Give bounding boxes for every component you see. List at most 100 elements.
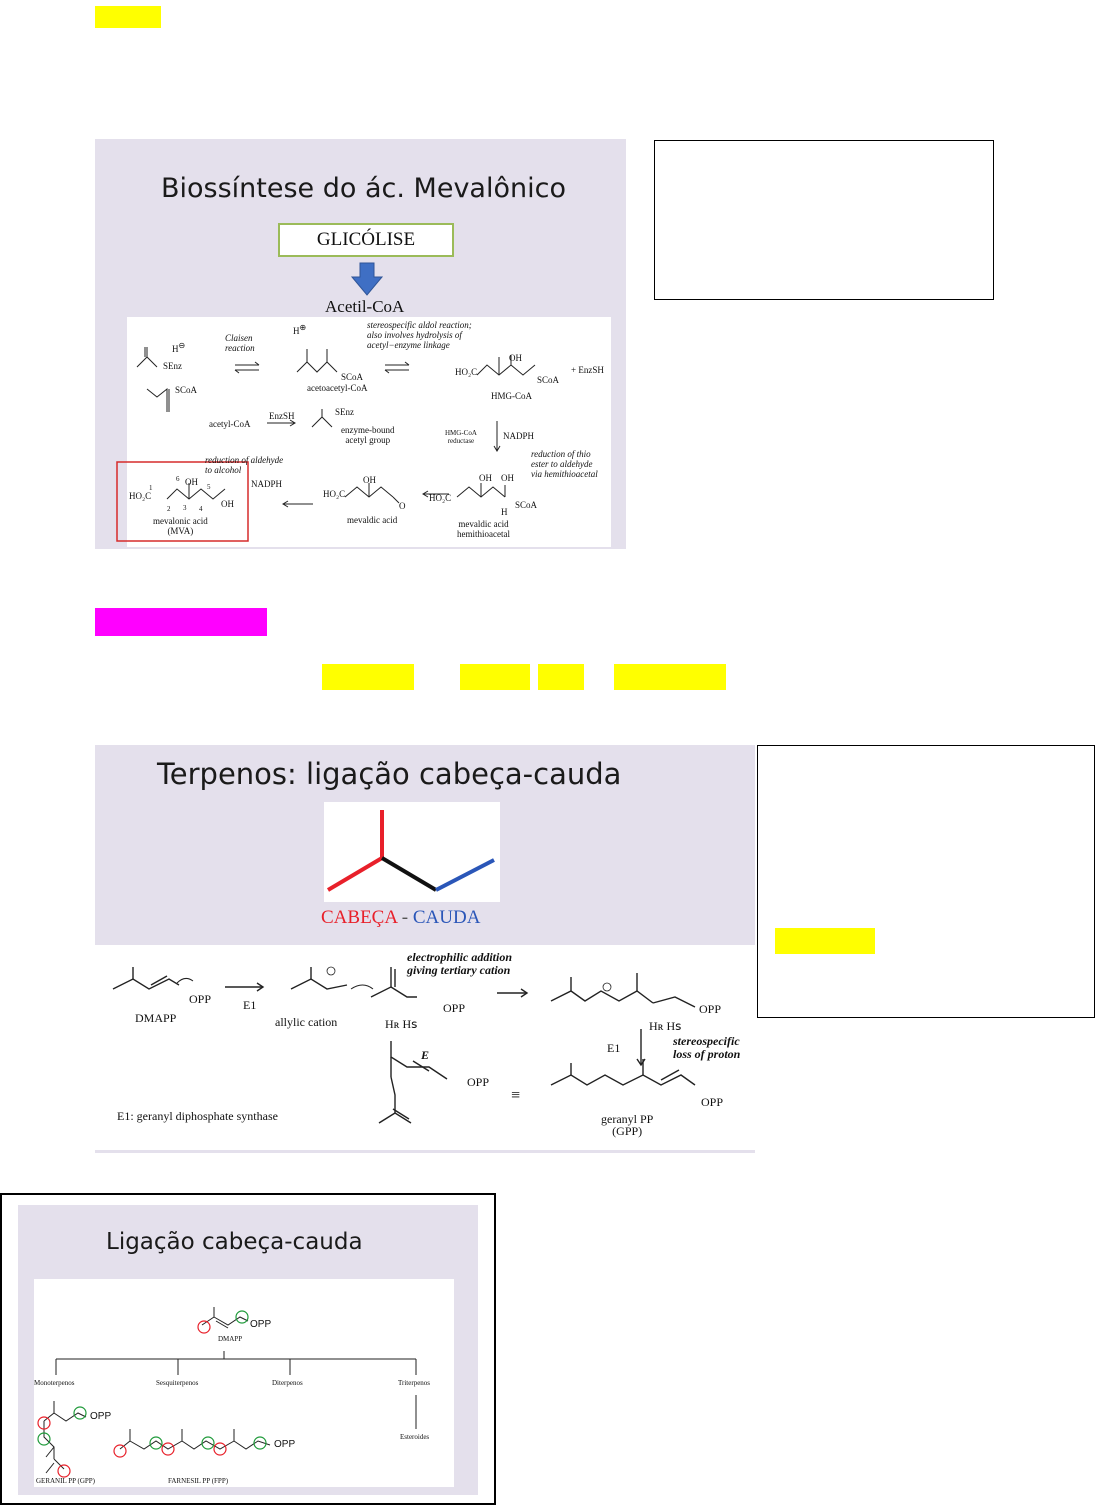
tree-lines	[37, 1307, 417, 1478]
oh-label-5: OH	[479, 473, 492, 483]
electrophilic-note: electrophilic addition giving tertiary c…	[407, 950, 512, 977]
isoprene-image	[324, 802, 500, 902]
dmapp-label: DMAPP	[135, 1011, 177, 1025]
highlight-mark-3	[322, 664, 414, 690]
e1-label-2: E1	[607, 1041, 621, 1055]
nadph-label-2: NADPH	[251, 479, 283, 489]
branch-triterpenos: Triterpenos	[398, 1379, 431, 1387]
branch-diterpenos: Diterpenos	[272, 1379, 303, 1387]
slide-mevalonic: Biossíntese do ác. Mevalônico GLICÓLISE …	[95, 139, 626, 549]
num-3: 3	[183, 504, 187, 512]
senz-label: SEnz	[163, 361, 182, 371]
reaction-scheme: SEnz H⊖ SCoA Claisen reaction H⊕ stereos…	[116, 317, 611, 547]
opp-label-fpp: OPP	[274, 1439, 296, 1450]
oh-label-4: OH	[363, 475, 376, 485]
branch-monoterpenos: Monoterpenos	[34, 1379, 75, 1387]
highlight-mark-4	[460, 664, 530, 690]
ho2c-label-2: HO₂C	[129, 491, 152, 501]
mevaldic-label: mevaldic acid	[347, 515, 398, 525]
opp-label-top: OPP	[250, 1319, 272, 1330]
cabeca-cauda-label: CABEÇA - CAUDA	[321, 907, 481, 928]
num-1: 1	[149, 484, 153, 492]
farnesil-label: FARNESIL PP (FPP)	[168, 1477, 229, 1485]
mva-highlight-box	[116, 461, 249, 542]
oh-label-3: OH	[221, 499, 234, 509]
enzyme-bound-label: enzyme-bound acetyl group	[341, 425, 395, 445]
scoa-label-1: SCoA	[175, 385, 198, 395]
ho2c-label-3: HO₂C	[323, 489, 346, 499]
h-minus-label: H⊖	[172, 341, 186, 354]
slide-ligacao-frame: Ligação cabeça-cauda	[0, 1193, 496, 1505]
opp-label-5: OPP	[701, 1095, 724, 1109]
scoa-label-4: SCoA	[515, 500, 538, 510]
num-2: 2	[167, 505, 171, 513]
acetil-label: Acetil-CoA	[325, 297, 405, 316]
mevaldic-hemi-label: mevaldic acid hemithioacetal	[457, 519, 510, 539]
scoa-label-2: SCoA	[341, 372, 364, 382]
oh-label-6: OH	[501, 473, 514, 483]
e-label: E	[421, 1048, 430, 1062]
opp-label-gpp: OPP	[90, 1411, 112, 1422]
geranil-label: GERANIL PP (GPP)	[36, 1477, 95, 1485]
enzyme-label: E1: geranyl diphosphate synthase	[117, 1109, 278, 1123]
hmg-reductase-label: HMG-CoA reductase	[445, 429, 477, 445]
hrhs-label-1: Hʀ Hꜱ	[385, 1017, 418, 1031]
slide-title: Biossíntese do ác. Mevalônico	[161, 173, 566, 204]
num-6: 6	[176, 475, 180, 483]
plus-enzsh: + EnzSH	[571, 365, 604, 375]
oh-label-2: OH	[185, 477, 198, 487]
opp-label-4: OPP	[467, 1075, 490, 1089]
senz-label-2: SEnz	[335, 407, 354, 417]
highlight-mark-6	[614, 664, 726, 690]
esteroides-label: Esteroides	[400, 1433, 430, 1441]
dmapp-label: DMAPP	[218, 1335, 243, 1343]
num-4: 4	[199, 505, 203, 513]
ho2c-label-1: HO₂C	[455, 367, 478, 377]
aldol-note: stereospecific aldol reaction; also invo…	[367, 320, 472, 350]
equals-sign: ≡	[511, 1087, 521, 1104]
slide-ligacao: Ligação cabeça-cauda	[18, 1205, 478, 1495]
gpp-scheme: OPP DMAPP E1 allylic cation electrophili…	[95, 945, 755, 1153]
opp-label-3: OPP	[699, 1002, 722, 1016]
slide-terpenos: Terpenos: ligação cabeça-cauda CABEÇA - …	[95, 745, 755, 945]
empty-text-box-1	[654, 140, 994, 300]
highlight-mark-5	[538, 664, 584, 690]
branch-sesquiterpenos: Sesquiterpenos	[156, 1379, 199, 1387]
glicolise-box: GLICÓLISE	[278, 223, 454, 257]
aldehyde-note: reduction of aldehyde to alcohol	[205, 455, 284, 475]
reaction-bonds	[116, 347, 536, 542]
h-plus-label: H⊕	[293, 323, 307, 336]
tree-diagram: OPP DMAPP Monoterpenos Sesquiterpenos Di…	[34, 1279, 454, 1487]
e1-label-1: E1	[243, 998, 257, 1012]
opp-label-1: OPP	[189, 992, 212, 1006]
mevalonic-label: mevalonic acid (MVA)	[153, 516, 208, 536]
h-label: H	[501, 507, 508, 517]
opp-label-2: OPP	[443, 1001, 466, 1015]
slide-title: Terpenos: ligação cabeça-cauda	[157, 757, 622, 791]
slide-title: Ligação cabeça-cauda	[106, 1229, 363, 1255]
o-label: O	[399, 501, 406, 511]
isoprene-skeleton	[326, 810, 495, 892]
cauda-word: CAUDA	[412, 907, 481, 928]
gpp-bonds	[112, 966, 696, 1124]
glicolise-label: GLICÓLISE	[316, 229, 416, 250]
num-5: 5	[207, 483, 211, 491]
highlight-mark-1	[95, 6, 161, 28]
stereo-loss-note: stereospecific loss of proton	[673, 1034, 741, 1061]
down-arrow-icon	[350, 262, 384, 296]
acetyl-coa-label: acetyl-CoA	[209, 419, 251, 429]
thioester-note: reduction of thio ester to aldehyde via …	[531, 449, 598, 479]
enzsh-label: EnzSH	[269, 411, 295, 421]
nadph-label-1: NADPH	[503, 431, 535, 441]
oh-label-1: OH	[509, 353, 522, 363]
acetoacetyl-label: acetoacetyl-CoA	[307, 383, 368, 393]
highlight-mark-2	[95, 608, 267, 636]
allylic-label: allylic cation	[275, 1015, 338, 1029]
scoa-label-3: SCoA	[537, 375, 560, 385]
cabeca-word: CABEÇA	[321, 907, 398, 928]
ho2c-label-4: HO₂C	[429, 493, 452, 503]
geranyl-label: geranyl PP (GPP)	[601, 1112, 654, 1138]
hmg-coa-label: HMG-CoA	[491, 391, 533, 401]
highlight-mark-7	[775, 928, 875, 954]
empty-text-box-2	[757, 745, 1095, 1018]
